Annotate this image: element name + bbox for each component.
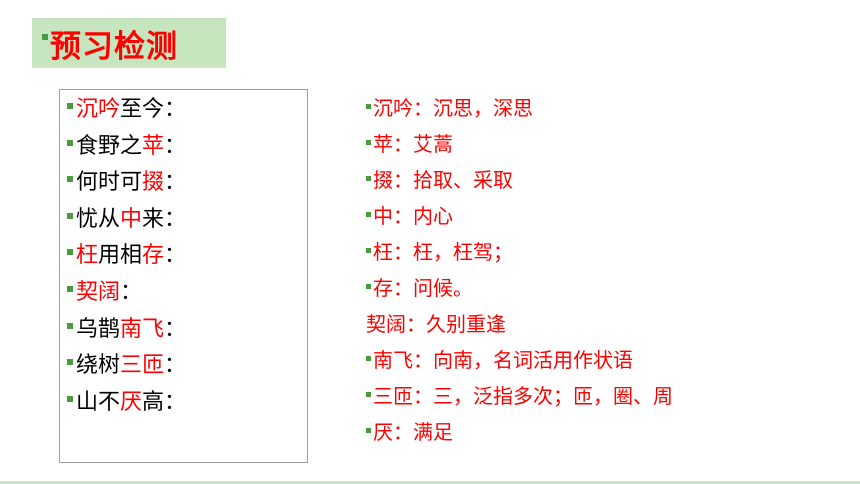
square-bullet-icon: [366, 428, 371, 433]
highlighted-term: 三匝: [120, 353, 165, 379]
title-banner: 预习检测: [32, 18, 226, 68]
answer-text: 枉：枉，枉驾；: [373, 240, 513, 264]
question-item: 食野之苹：: [67, 129, 307, 166]
highlighted-term: 契阔: [76, 279, 121, 305]
square-bullet-icon: [366, 248, 371, 253]
question-item: 何时可掇：: [67, 165, 307, 202]
square-bullet-icon: [67, 395, 73, 402]
highlighted-term: 掇: [142, 170, 165, 196]
question-item: 契阔：: [67, 275, 307, 312]
answer-item: 掇：拾取、采取: [366, 162, 673, 198]
answer-text: 存：问候。: [373, 276, 473, 300]
answer-list: 沉吟：沉思，深思苹：艾蒿掇：拾取、采取中：内心枉：枉，枉驾； 存：问候。契阔：久别…: [366, 90, 673, 450]
square-bullet-icon: [366, 140, 371, 145]
question-item: 枉用相存：: [67, 238, 307, 275]
question-text: 高：: [142, 389, 187, 415]
square-bullet-icon: [366, 212, 371, 217]
question-text: 山不: [76, 389, 121, 415]
question-text: 乌鹊: [76, 316, 121, 342]
square-bullet-icon: [67, 285, 73, 292]
answer-text: 三匝：三，泛指多次；匝，圈、周: [373, 384, 673, 408]
answer-item: 存：问候。: [366, 270, 673, 306]
question-text: 何时可: [76, 170, 143, 196]
answer-item: 厌：满足: [366, 414, 673, 450]
square-bullet-icon: [67, 212, 73, 219]
highlighted-term: 沉吟: [76, 97, 121, 122]
answer-text: 苹：艾蒿: [373, 132, 453, 156]
answer-text: 厌：满足: [373, 420, 453, 444]
question-text: ：: [164, 170, 187, 196]
answer-item: 沉吟：沉思，深思: [366, 90, 673, 126]
question-text: ：: [164, 133, 187, 159]
question-text: ：: [164, 353, 187, 379]
square-bullet-icon: [366, 392, 371, 397]
question-text: 食野之: [76, 133, 143, 159]
highlighted-term: 苹: [142, 133, 165, 159]
question-text: 至今：: [120, 97, 187, 122]
highlighted-term: 存: [142, 243, 165, 269]
square-bullet-icon: [67, 249, 73, 256]
question-item: 沉吟至今：: [67, 92, 307, 129]
highlighted-term: 厌: [120, 389, 143, 415]
answer-text: 掇：拾取、采取: [373, 168, 513, 192]
question-item: 忧从中来：: [67, 202, 307, 239]
question-text: ：: [120, 279, 143, 305]
page-title: 预习检测: [50, 28, 178, 65]
square-bullet-icon: [366, 104, 371, 109]
answer-item: 南飞：向南，名词活用作状语: [366, 342, 673, 378]
answer-text: 沉吟：沉思，深思: [373, 96, 533, 120]
square-bullet-icon: [366, 356, 371, 361]
answer-item: 中：内心: [366, 198, 673, 234]
answer-text: 南飞：向南，名词活用作状语: [373, 348, 633, 372]
highlighted-term: 中: [120, 206, 143, 232]
question-text: ：: [164, 243, 187, 269]
highlighted-term: 枉: [76, 243, 99, 269]
question-text: 绕树: [76, 353, 121, 379]
question-text: 用相: [98, 243, 143, 269]
answer-item: 三匝：三，泛指多次；匝，圈、周: [366, 378, 673, 414]
question-text: 忧从: [76, 206, 121, 232]
square-bullet-icon: [67, 359, 73, 366]
question-item: 乌鹊南飞：: [67, 312, 307, 349]
highlighted-term: 南飞: [120, 316, 165, 342]
square-bullet-icon: [366, 176, 371, 181]
question-list: 沉吟至今：食野之苹：何时可掇：忧从中来：枉用相存：契阔：乌鹊南飞：绕树三匝：山不…: [59, 89, 308, 463]
square-bullet-icon: [67, 103, 73, 109]
square-bullet-icon: [42, 34, 48, 40]
square-bullet-icon: [67, 139, 73, 146]
answer-item: 苹：艾蒿: [366, 126, 673, 162]
square-bullet-icon: [67, 322, 73, 329]
answer-item: 契阔：久别重逢: [366, 306, 673, 342]
square-bullet-icon: [366, 284, 371, 289]
footer-divider: [0, 481, 860, 484]
answer-text: 契阔：久别重逢: [366, 312, 506, 336]
answer-text: 中：内心: [373, 204, 453, 228]
square-bullet-icon: [67, 176, 73, 183]
answer-item: 枉：枉，枉驾；: [366, 234, 673, 270]
question-text: ：: [164, 316, 187, 342]
question-item: 绕树三匝：: [67, 348, 307, 385]
question-item: 山不厌高：: [67, 385, 307, 422]
question-text: 来：: [142, 206, 187, 232]
